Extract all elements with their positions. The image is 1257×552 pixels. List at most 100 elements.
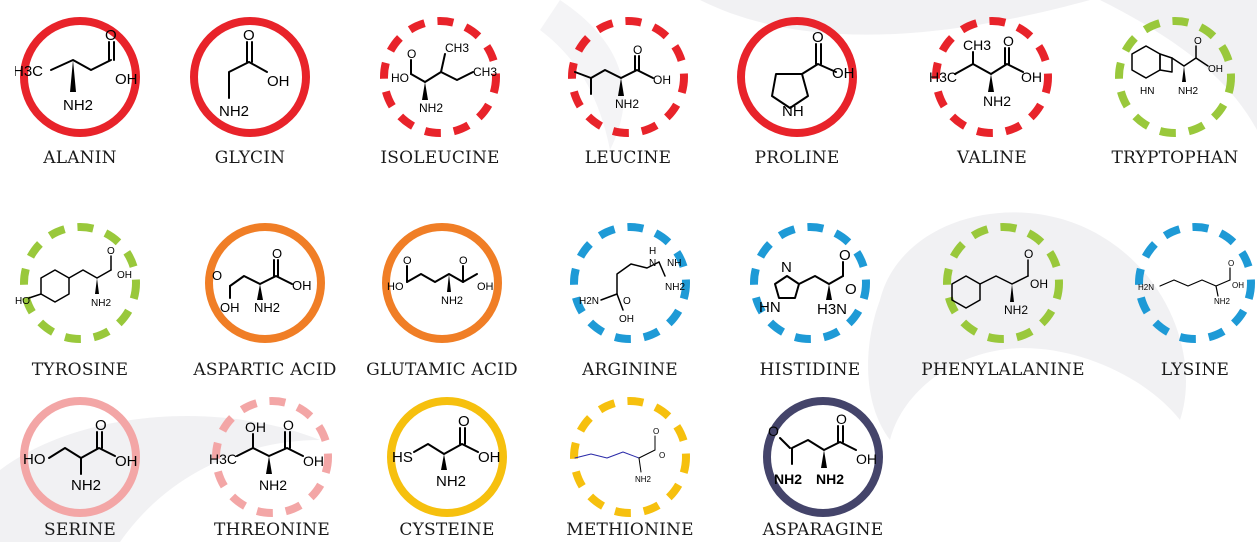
- svg-text:NH2: NH2: [63, 97, 93, 114]
- svg-text:NH2: NH2: [816, 471, 844, 487]
- ring: [932, 17, 1052, 137]
- svg-text:OH: OH: [477, 281, 494, 293]
- svg-text:NH2: NH2: [983, 93, 1011, 109]
- svg-text:O: O: [653, 427, 659, 436]
- amino-acid-tryptophan: HN O OH NH2 TRYPTOPHAN: [1100, 12, 1250, 172]
- amino-acid-name: HISTIDINE: [759, 360, 861, 380]
- svg-text:NH2: NH2: [635, 475, 652, 484]
- amino-acid-alanin: H3C O OH NH2 ALANIN: [5, 12, 155, 172]
- leucine-structure: O OH NH2: [574, 43, 671, 111]
- svg-text:H3C: H3C: [15, 63, 43, 80]
- ring: [382, 223, 502, 343]
- ring: [387, 397, 507, 517]
- ring: [380, 17, 500, 137]
- ring: [20, 17, 140, 137]
- svg-text:NH2: NH2: [254, 300, 280, 315]
- amino-acid-name: LEUCINE: [584, 148, 672, 168]
- amino-acid-glutamic-acid: O O HO OH NH2 GLUTAMIC ACID: [366, 218, 518, 380]
- svg-text:O: O: [623, 296, 631, 307]
- svg-text:NH2: NH2: [71, 477, 101, 494]
- amino-acid-name: ARGININE: [582, 360, 678, 380]
- svg-text:O: O: [105, 27, 117, 44]
- ring: [943, 223, 1063, 343]
- svg-text:OH: OH: [303, 453, 324, 469]
- amino-acid-name: GLYCIN: [214, 148, 286, 168]
- amino-acid-threonine: OH H3C O OH NH2 THREONINE: [197, 392, 347, 552]
- svg-text:NH2: NH2: [419, 101, 443, 115]
- svg-text:OH: OH: [832, 65, 855, 82]
- svg-text:NH2: NH2: [1214, 297, 1231, 306]
- amino-acid-isoleucine: CH3 HO CH3 O NH2 ISOLEUCINE: [365, 12, 515, 172]
- amino-acid-name: TRYPTOPHAN: [1111, 148, 1239, 168]
- svg-text:HO: HO: [391, 71, 409, 85]
- svg-text:O: O: [839, 247, 851, 264]
- svg-text:OH: OH: [245, 419, 266, 435]
- svg-text:NH2: NH2: [436, 473, 466, 490]
- amino-acid-name: ISOLEUCINE: [380, 148, 500, 168]
- serine-structure: HO O OH NH2: [23, 417, 138, 494]
- lysine-structure: H2N O OH NH2: [1138, 259, 1244, 306]
- amino-acid-name: TYROSINE: [31, 360, 129, 380]
- svg-text:O: O: [107, 246, 115, 257]
- svg-text:OH: OH: [653, 73, 671, 87]
- svg-text:CH3: CH3: [963, 37, 991, 53]
- threonine-structure: OH H3C O OH NH2: [209, 417, 324, 493]
- svg-text:O: O: [659, 451, 665, 460]
- svg-text:N: N: [649, 258, 656, 269]
- svg-text:OH: OH: [115, 71, 138, 88]
- aspartic-acid-structure: O O OH OH NH2: [212, 246, 312, 315]
- svg-text:N: N: [781, 259, 792, 276]
- ring: [737, 17, 857, 137]
- svg-text:NH2: NH2: [665, 282, 685, 293]
- svg-text:O: O: [1228, 259, 1234, 268]
- svg-text:H2N: H2N: [579, 296, 599, 307]
- methionine-structure: O O NH2: [574, 427, 665, 484]
- svg-text:H3N: H3N: [817, 301, 847, 318]
- ring: [1115, 17, 1235, 137]
- amino-acid-name: THREONINE: [214, 520, 330, 540]
- svg-text:OH: OH: [1208, 64, 1223, 75]
- amino-acid-name: LYSINE: [1160, 360, 1230, 380]
- svg-text:OH: OH: [1030, 277, 1048, 291]
- svg-text:HS: HS: [392, 449, 413, 466]
- svg-text:O: O: [812, 29, 824, 46]
- svg-text:H: H: [649, 246, 656, 257]
- svg-text:O: O: [458, 413, 470, 430]
- svg-text:HO: HO: [15, 296, 30, 307]
- svg-text:OH: OH: [115, 453, 138, 470]
- ring: [570, 397, 690, 517]
- amino-acid-lysine: H2N O OH NH2 LYSINE: [1120, 218, 1257, 380]
- amino-acid-name: ASPARTIC ACID: [193, 360, 337, 380]
- amino-acid-asparagine: O O NH2 NH2 OH ASPARAGINE: [748, 392, 898, 552]
- svg-text:OH: OH: [856, 451, 877, 467]
- ring: [568, 17, 688, 137]
- histidine-structure: N HN O O H3N: [759, 247, 857, 318]
- amino-acid-methionine: O O NH2 METHIONINE: [555, 392, 705, 552]
- svg-text:NH2: NH2: [259, 477, 287, 493]
- svg-text:O: O: [403, 255, 412, 267]
- svg-text:O: O: [407, 47, 416, 61]
- glutamic-acid-structure: O O HO OH NH2: [387, 255, 494, 307]
- svg-text:NH2: NH2: [1178, 86, 1198, 97]
- svg-text:OH: OH: [619, 314, 634, 325]
- amino-acid-name: PHENYLALANINE: [921, 360, 1085, 380]
- amino-acid-name: METHIONINE: [566, 520, 694, 540]
- isoleucine-structure: CH3 HO CH3 O NH2: [391, 41, 497, 115]
- ring: [750, 223, 870, 343]
- amino-acid-histidine: N HN O O H3N HISTIDINE: [735, 218, 885, 380]
- svg-text:NH: NH: [782, 103, 804, 120]
- amino-acid-name: VALINE: [957, 148, 1027, 168]
- svg-text:NH2: NH2: [219, 103, 249, 120]
- tyrosine-structure: HO O OH NH2: [15, 246, 132, 309]
- svg-text:OH: OH: [267, 73, 290, 90]
- proline-structure: O OH NH: [771, 29, 855, 120]
- amino-acid-name: SERINE: [43, 520, 117, 540]
- amino-acid-leucine: O OH NH2 LEUCINE: [553, 12, 703, 172]
- amino-acid-valine: CH3 H3C O OH NH2 VALINE: [917, 12, 1067, 172]
- svg-text:HN: HN: [759, 299, 781, 316]
- svg-text:O: O: [1194, 36, 1202, 47]
- svg-text:HO: HO: [387, 281, 404, 293]
- amino-acid-glycin: O OH NH2 GLYCIN: [175, 12, 325, 172]
- svg-text:O: O: [283, 417, 294, 433]
- svg-text:NH2: NH2: [91, 298, 111, 309]
